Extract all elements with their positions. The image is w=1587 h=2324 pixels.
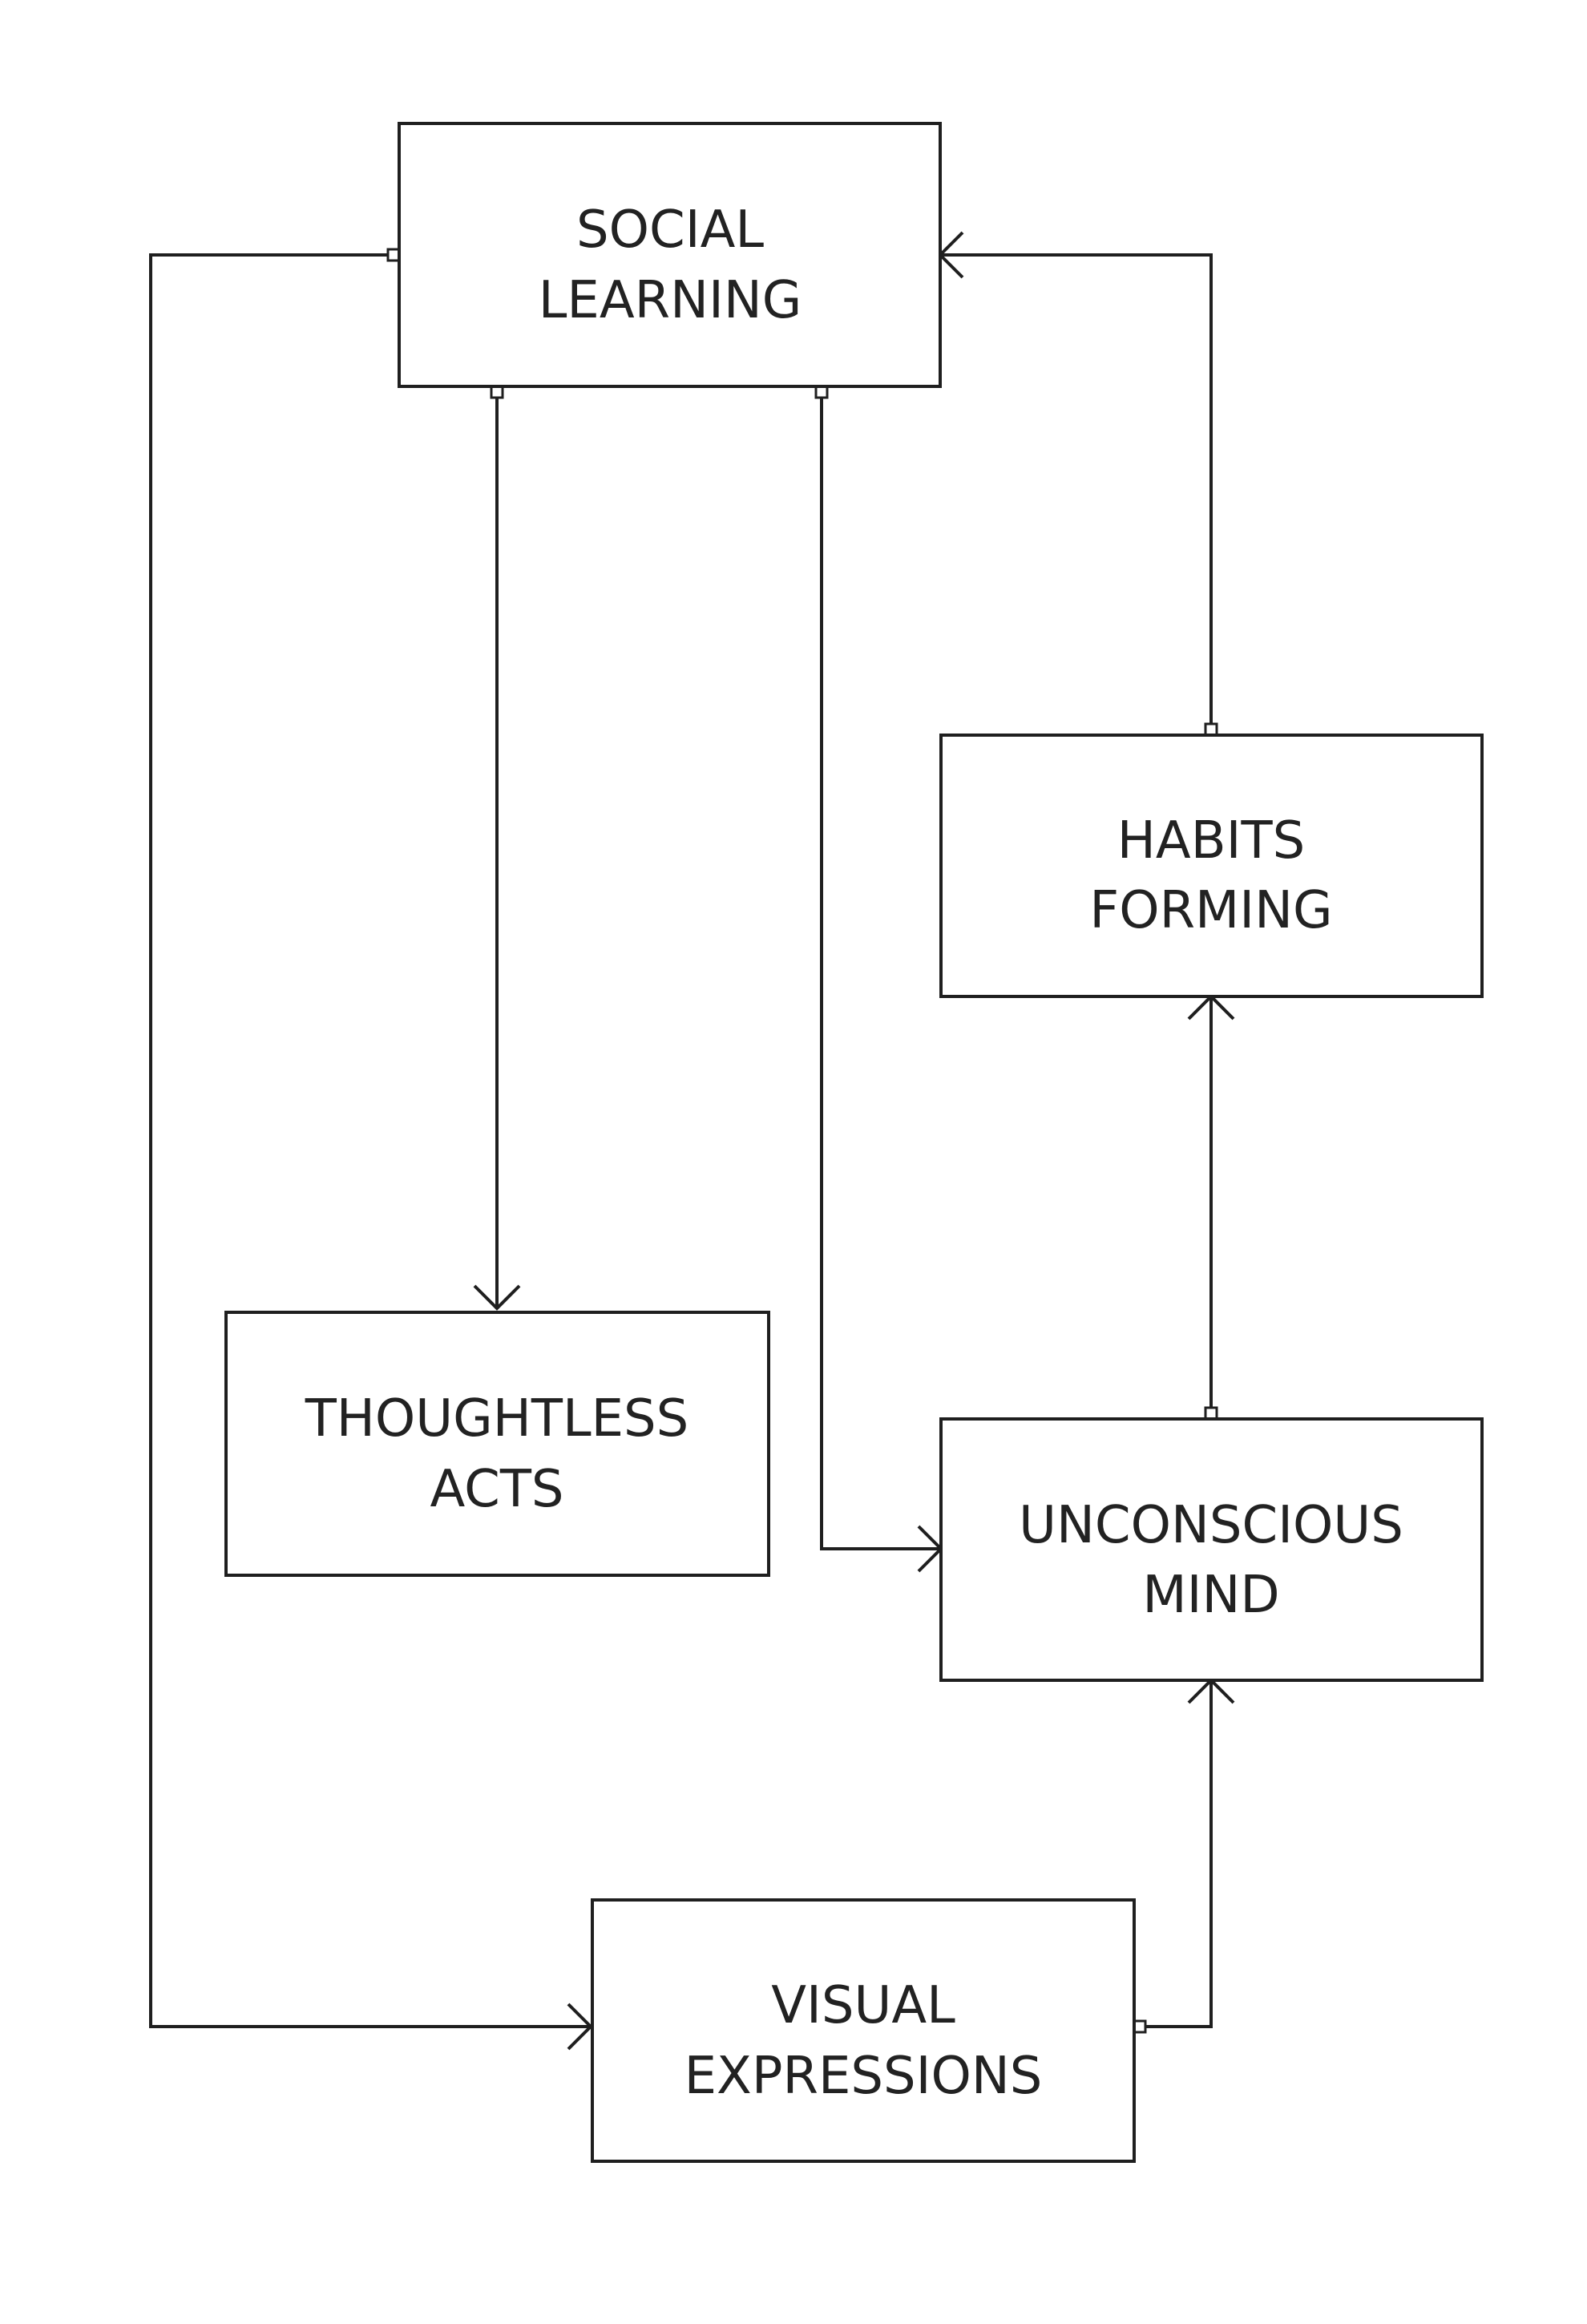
- node-label: FORMING: [1089, 881, 1332, 940]
- node-label: UNCONSCIOUS: [1019, 1496, 1403, 1555]
- connector-port: [1133, 2019, 1147, 2034]
- connector-port: [490, 385, 504, 399]
- node-label: ACTS: [430, 1460, 563, 1519]
- arrow-head: [473, 1284, 521, 1311]
- edge-social-learning-to-thoughtless-acts: [473, 385, 521, 1311]
- node-label: VISUAL: [771, 1976, 955, 2035]
- connector-port: [386, 248, 401, 262]
- edge-social-learning-to-visual-expressions: [149, 248, 593, 2051]
- node-label: EXPRESSIONS: [684, 2047, 1043, 2106]
- node-social-learning[interactable]: SOCIAL LEARNING: [398, 122, 942, 388]
- node-thoughtless-acts[interactable]: THOUGHTLESS ACTS: [224, 1311, 770, 1577]
- node-label: THOUGHTLESS: [305, 1389, 689, 1449]
- node-label: MIND: [1142, 1566, 1279, 1625]
- edge-unconscious-mind-to-habits-forming: [1187, 994, 1235, 1421]
- node-label: HABITS: [1117, 811, 1305, 871]
- node-label: LEARNING: [539, 271, 802, 330]
- connector-port: [814, 385, 829, 399]
- node-visual-expressions[interactable]: VISUAL EXPRESSIONS: [591, 1898, 1136, 2163]
- connector-port: [1204, 722, 1218, 737]
- edge-habits-forming-to-social-learning: [938, 231, 1218, 737]
- edge-visual-expressions-to-unconscious-mind: [1133, 1678, 1235, 2034]
- edge-social-learning-to-unconscious-mind: [814, 385, 943, 1573]
- connector-port: [1204, 1406, 1218, 1421]
- node-label: SOCIAL: [576, 200, 764, 260]
- node-unconscious-mind[interactable]: UNCONSCIOUS MIND: [939, 1417, 1484, 1682]
- node-habits-forming[interactable]: HABITS FORMING: [939, 734, 1484, 998]
